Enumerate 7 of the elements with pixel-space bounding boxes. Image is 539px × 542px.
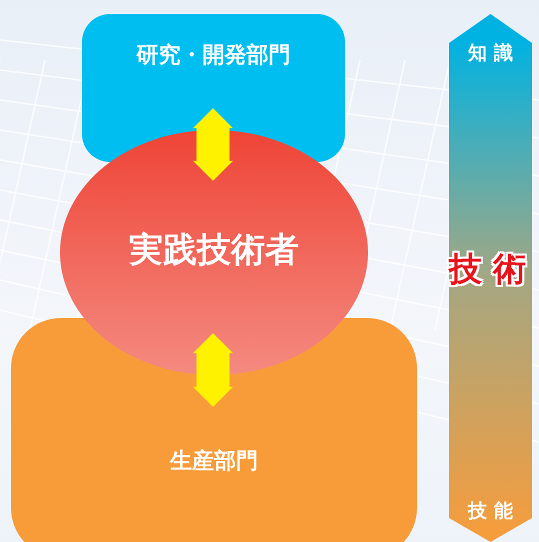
scale-end-label: 知 識: [466, 41, 514, 66]
scale-end-label: 技 能: [466, 499, 514, 524]
node-label: 研究・開発部門: [135, 42, 292, 70]
double-arrow: [193, 108, 233, 181]
node-label: 実践技術者: [128, 229, 300, 272]
node-label: 生産部門: [168, 448, 259, 476]
double-arrow: [193, 333, 233, 407]
